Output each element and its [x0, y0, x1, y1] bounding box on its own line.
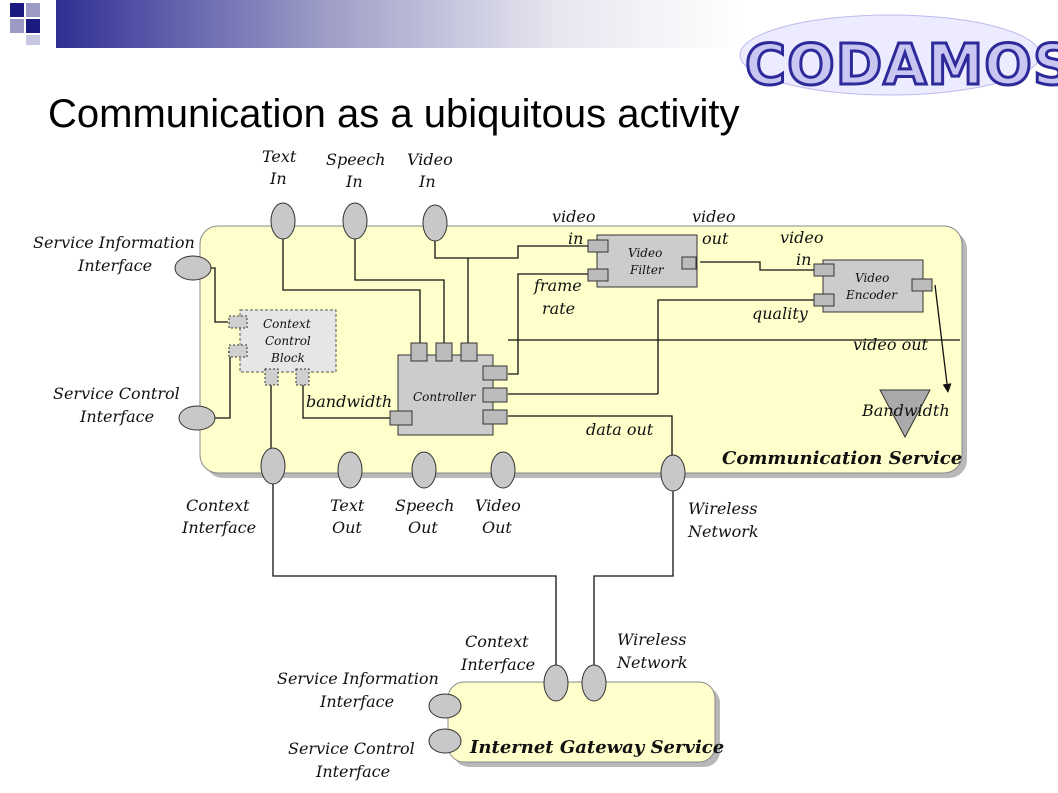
service-control-label-1: Service Control	[53, 384, 180, 403]
video-filter-label-2: Filter	[629, 263, 665, 277]
data-out-signal: data out	[586, 420, 654, 439]
service-info-label-2: Interface	[77, 256, 152, 275]
video-encoder-label-1: Video	[855, 271, 889, 285]
text-in-port	[270, 202, 296, 240]
header-square	[26, 19, 40, 33]
gateway-service-control-port	[428, 728, 462, 754]
context-interface-label-1: Context	[186, 496, 250, 515]
video-in-port	[422, 204, 448, 242]
header-square	[26, 3, 40, 17]
gateway-service-info-label-1: Service Information	[277, 669, 439, 688]
ccb-label-2: Control	[265, 334, 311, 348]
video-out-signal-1: video	[692, 207, 736, 226]
wireless-network-port	[660, 454, 686, 492]
video-out-label-2: Out	[482, 518, 512, 537]
video-filter-block	[587, 234, 698, 288]
header-square	[10, 3, 24, 17]
gateway-service-label: Internet Gateway Service	[469, 737, 724, 758]
gateway-context-label-2: Interface	[460, 655, 535, 674]
header-square	[26, 35, 40, 45]
context-interface-port	[260, 447, 286, 485]
frame-rate-signal-1: frame	[533, 276, 582, 295]
speech-out-label-1: Speech	[395, 496, 454, 515]
service-info-port	[174, 255, 212, 281]
ccb-label-3: Block	[270, 351, 305, 365]
text-out-label-2: Out	[332, 518, 362, 537]
controller-block	[389, 342, 508, 436]
service-control-label-2: Interface	[79, 407, 154, 426]
speech-in-label-1: Speech	[326, 150, 385, 169]
wires	[197, 236, 960, 668]
header-square	[10, 19, 24, 33]
codamos-logo: CODAMOS	[739, 14, 1058, 100]
quality-signal: quality	[752, 304, 809, 323]
gateway-wireless-label-2: Network	[616, 653, 688, 672]
ccb-label-1: Context	[263, 317, 311, 331]
text-out-label-1: Text	[330, 496, 365, 515]
bandwidth-signal: bandwidth	[306, 392, 392, 411]
video-out-port	[490, 451, 516, 489]
video-in-signal-2: in	[568, 229, 583, 248]
gateway-service-info-label-2: Interface	[319, 692, 394, 711]
video-out-signal-2: out	[702, 229, 729, 248]
speech-in-port	[342, 202, 368, 240]
speech-out-label-2: Out	[408, 518, 438, 537]
gateway-service-info-port	[428, 693, 462, 719]
text-out-port	[337, 451, 363, 489]
controller-label: Controller	[413, 390, 477, 404]
bandwidth-triangle	[879, 389, 931, 439]
wireless-network-label-1: Wireless	[688, 499, 757, 518]
top-input-ports	[270, 202, 448, 242]
context-control-block	[228, 309, 337, 386]
gateway-wireless-label-1: Wireless	[617, 630, 686, 649]
service-info-label-1: Service Information	[33, 233, 195, 252]
frame-rate-signal-2: rate	[542, 299, 575, 318]
text-in-label-1: Text	[262, 147, 297, 166]
speech-out-port	[411, 451, 437, 489]
page-title: Communication as a ubiquitous activity	[48, 92, 740, 136]
text-in-label-2: In	[269, 169, 287, 188]
video-out-2-signal: video out	[853, 335, 929, 354]
bottom-ports	[260, 447, 686, 492]
header-gradient-bar	[0, 0, 740, 48]
gateway-wireless-port	[581, 664, 607, 702]
bandwidth-block-label: Bandwidth	[861, 401, 950, 420]
video-in-label-1: Video	[407, 150, 453, 169]
gateway-service-control-label-2: Interface	[315, 762, 390, 781]
encoder-in-signal-2: in	[796, 250, 811, 269]
video-out-label-1: Video	[475, 496, 521, 515]
video-in-label-2: In	[418, 172, 436, 191]
gateway-service-control-label-1: Service Control	[288, 739, 415, 758]
logo-text: CODAMOS	[745, 33, 1058, 98]
communication-service-label: Communication Service	[722, 448, 962, 469]
wireless-network-label-2: Network	[687, 522, 759, 541]
gateway-service-panel	[447, 681, 720, 767]
encoder-in-signal-1: video	[780, 228, 824, 247]
gateway-context-port	[543, 664, 569, 702]
video-encoder-block	[813, 259, 933, 313]
video-in-signal-1: video	[552, 207, 596, 226]
video-encoder-label-2: Encoder	[845, 288, 898, 302]
gateway-context-label-1: Context	[465, 632, 529, 651]
service-control-port	[178, 405, 216, 431]
speech-in-label-2: In	[345, 172, 363, 191]
video-filter-label-1: Video	[628, 246, 662, 260]
context-interface-label-2: Interface	[181, 518, 256, 537]
